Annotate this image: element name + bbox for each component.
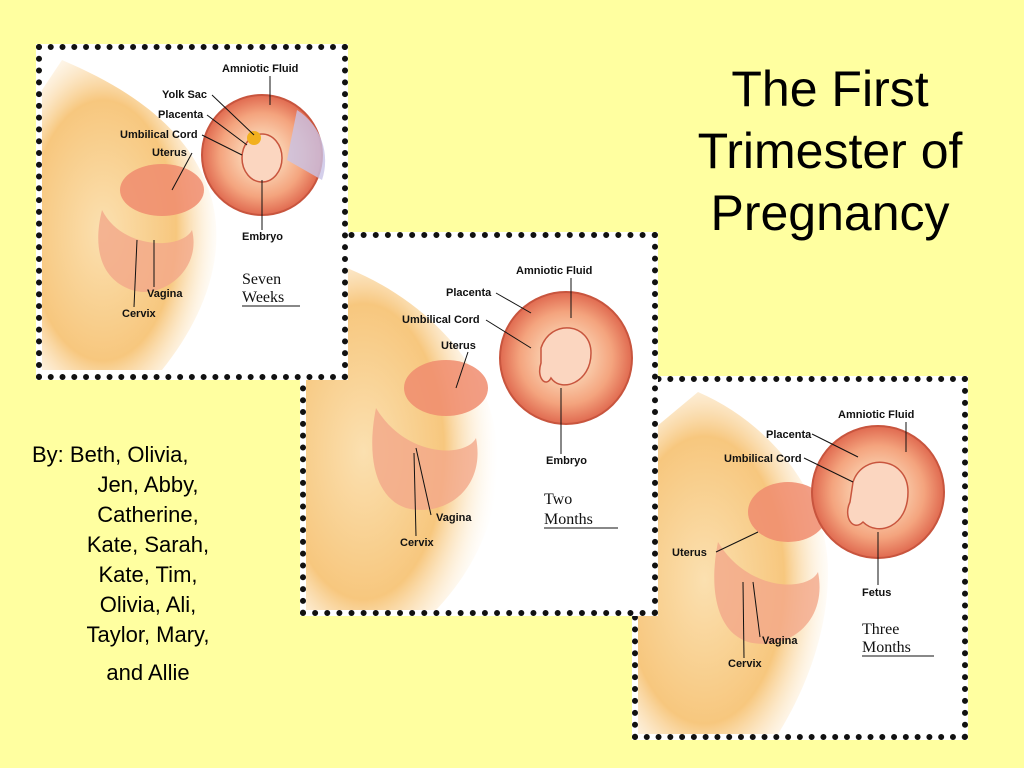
- fetus-shape: [846, 461, 909, 530]
- seven-weeks-illustration: Amniotic Fluid Yolk Sac Placenta Umbilic…: [36, 44, 348, 380]
- body-silhouette: [42, 60, 217, 370]
- title-line-1: The First: [731, 61, 929, 117]
- title-line-2: Trimester of: [697, 123, 963, 179]
- label-umbilical-cord: Umbilical Cord: [724, 453, 802, 465]
- label-placenta: Placenta: [766, 429, 812, 441]
- label-embryo: Embryo: [546, 455, 587, 467]
- three-months-diagram: Amniotic Fluid Placenta Umbilical Cord U…: [638, 392, 945, 734]
- label-amniotic-fluid: Amniotic Fluid: [222, 63, 298, 75]
- author-line: By: Beth, Olivia,: [32, 442, 189, 467]
- label-uterus: Uterus: [152, 147, 187, 159]
- label-fetus: Fetus: [862, 587, 891, 599]
- uterus-shape: [748, 482, 828, 542]
- author-line: and Allie: [106, 660, 190, 685]
- caption-line-2: Months: [862, 639, 911, 656]
- uterus-shape: [404, 360, 488, 416]
- label-uterus: Uterus: [672, 547, 707, 559]
- label-cervix: Cervix: [400, 537, 435, 549]
- two-months-diagram: Amniotic Fluid Placenta Umbilical Cord U…: [306, 258, 633, 610]
- author-line: Jen, Abby,: [97, 472, 199, 497]
- author-list: By: Beth, Olivia, Jen, Abby, Catherine, …: [28, 440, 268, 688]
- leader-lines: [133, 76, 271, 308]
- embryo-shape: [539, 327, 592, 386]
- author-line: Olivia, Ali,: [99, 592, 197, 617]
- uterus-shape: [120, 164, 204, 216]
- label-vagina: Vagina: [436, 512, 472, 524]
- caption-line-2: Months: [544, 511, 593, 528]
- label-umbilical-cord: Umbilical Cord: [402, 314, 480, 326]
- label-placenta: Placenta: [158, 109, 204, 121]
- leader-lines: [715, 422, 907, 659]
- label-vagina: Vagina: [762, 635, 798, 647]
- author-line: Catherine,: [97, 502, 199, 527]
- three-months-illustration: Amniotic Fluid Placenta Umbilical Cord U…: [632, 376, 968, 740]
- pelvic-organs: [714, 542, 820, 644]
- pelvic-organs: [98, 210, 194, 292]
- author-line: Kate, Tim,: [98, 562, 198, 587]
- yolk-sac: [247, 131, 261, 145]
- caption-line-1: Two: [544, 491, 572, 508]
- caption-line-1: Seven: [242, 271, 281, 288]
- label-amniotic-fluid: Amniotic Fluid: [516, 265, 592, 277]
- caption-line-2: Weeks: [242, 289, 284, 306]
- shaded-wedge: [287, 110, 326, 180]
- label-amniotic-fluid: Amniotic Fluid: [838, 409, 914, 421]
- author-line: Taylor, Mary,: [86, 622, 210, 647]
- title-line-3: Pregnancy: [710, 185, 950, 241]
- label-uterus: Uterus: [441, 340, 476, 352]
- label-umbilical-cord: Umbilical Cord: [120, 129, 198, 141]
- caption-line-1: Three: [862, 621, 899, 638]
- label-yolk-sac: Yolk Sac: [162, 89, 207, 101]
- seven-weeks-diagram: Amniotic Fluid Yolk Sac Placenta Umbilic…: [42, 60, 326, 370]
- body-silhouette: [306, 258, 498, 610]
- label-cervix: Cervix: [728, 658, 763, 670]
- author-line: Kate, Sarah,: [86, 532, 210, 557]
- label-cervix: Cervix: [122, 308, 157, 320]
- label-embryo: Embryo: [242, 231, 283, 243]
- two-months-illustration: Amniotic Fluid Placenta Umbilical Cord U…: [300, 232, 658, 616]
- label-placenta: Placenta: [446, 287, 492, 299]
- slide-title: The First Trimester of Pregnancy: [660, 58, 1000, 244]
- leader-lines: [413, 278, 572, 537]
- label-vagina: Vagina: [147, 288, 183, 300]
- pelvic-organs: [372, 408, 478, 510]
